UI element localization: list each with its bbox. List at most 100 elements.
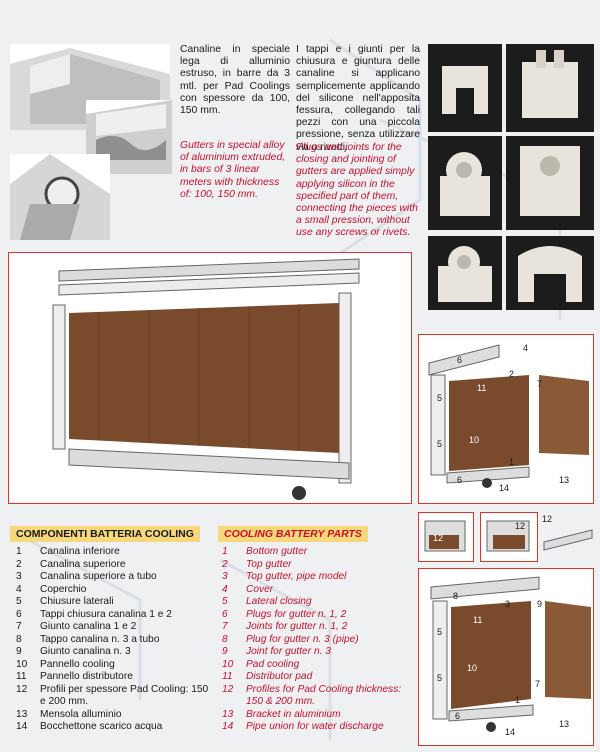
item-number: 7 [16,621,22,632]
item-number: 14 [16,721,28,732]
list-item: 14 Bocchettone scarico acqua [16,721,212,734]
callout-14: 14 [499,483,510,493]
callout-13: 13 [559,475,570,485]
list-item: 11 Pannello distributore [16,671,212,684]
item-label: Coperchio [40,583,87,595]
item-number: 6 [222,608,228,620]
item-number: 5 [222,596,228,607]
item-number: 5 [16,596,22,607]
item-label: Pipe union for water discharge [246,721,384,732]
main-exploded-diagram [52,258,360,500]
intro-english-right: Plugs and joints for the closing and joi… [296,142,418,239]
intro-italian-left: Canaline in speciale lega di alluminio e… [180,44,290,117]
callout-5: 5 [437,393,443,403]
list-item: 3 Canalina superiore a tubo [16,571,212,584]
item-number: 10 [16,658,28,670]
callout-b-11: 11 [473,615,483,625]
list-item: 2 Top gutter [222,559,414,572]
item-number: 14 [222,721,234,732]
list-item: 6 Tappi chiusura canalina 1 e 2 [16,609,212,622]
profile-thumb-1-label: 12 [433,533,444,543]
callout-7: 7 [537,379,543,389]
callout-b-7: 7 [535,679,541,689]
list-item: 5 Chiusure laterali [16,596,212,609]
item-label: Profiles for Pad Cooling thickness: 150 … [246,683,402,708]
item-label: Tappi chiusura canalina 1 e 2 [40,608,172,620]
intro-italian-right: I tappi e i giunti per la chiusura e giu… [296,44,420,153]
item-number: 3 [16,571,22,582]
main-diagram-frame [8,252,412,504]
list-item: 12 Profili per spessore Pad Cooling: 150 … [16,684,212,709]
callout-b-5: 5 [437,627,443,637]
callout-b-10: 10 [467,663,478,673]
item-number: 6 [16,608,22,620]
profile-thumb-3-label: 12 [542,514,553,524]
item-label: Bottom gutter [246,546,308,557]
callout-b-14: 14 [505,727,516,737]
item-number: 2 [222,558,228,570]
item-number: 8 [222,633,228,645]
callout-6b: 6 [457,475,463,485]
profile-thumb-3: 12 [540,512,596,562]
detail-diagram-top [428,344,589,488]
item-number: 2 [16,558,22,570]
item-label: Pannello cooling [40,658,115,670]
profile-thumb-2: 12 [480,512,538,562]
plug-photo-6 [506,236,594,310]
item-number: 7 [222,621,228,632]
item-number: 9 [16,646,22,657]
item-label: Bocchettone scarico acqua [40,721,163,732]
list-item: 7 Giunto canalina 1 e 2 [16,621,212,634]
list-item: 7 Joints for gutter n. 1, 2 [222,621,414,634]
callout-4: 4 [523,343,529,353]
item-label: Pannello distributore [40,671,133,682]
callout-b-1: 1 [515,695,521,705]
plug-photo-2 [506,44,594,132]
item-number: 11 [16,671,27,682]
item-label: Joints for gutter n. 1, 2 [246,621,348,632]
item-label: Lateral closing [246,596,312,607]
callout-b-9: 9 [537,599,543,609]
profile-thumb-1: 12 [418,512,474,562]
callout-1: 1 [509,457,515,467]
item-number: 12 [16,683,28,695]
item-number: 9 [222,646,228,657]
item-number: 3 [222,571,228,582]
detail-diagram-top-frame: 6 4 2 7 5 11 10 5 6 1 14 13 [418,334,594,504]
plug-photo-4 [506,136,594,230]
gutter-photo-3 [10,154,110,240]
item-label: Profili per spessore Pad Cooling: 150 e … [40,683,209,708]
item-number: 8 [16,633,22,645]
callout-5b: 5 [437,439,443,449]
callout-2: 2 [509,369,515,379]
list-item: 5 Lateral closing [222,596,414,609]
list-item: 14 Pipe union for water discharge [222,721,414,734]
item-label: Giunto canalina 1 e 2 [40,621,137,632]
item-label: Plugs for gutter n. 1, 2 [246,608,347,620]
list-item: 6 Plugs for gutter n. 1, 2 [222,609,414,622]
detail-diagram-bottom-frame: 8 3 9 5 11 10 5 6 7 1 14 13 [418,568,594,746]
item-label: Joint for gutter n. 3 [246,646,331,657]
item-number: 1 [16,546,22,557]
item-number: 12 [222,683,234,695]
plug-photo-5 [428,236,502,310]
item-label: Canalina superiore a tubo [40,571,157,582]
parts-italian-title: COMPONENTI BATTERIA COOLING [10,526,200,542]
list-item: 9 Joint for gutter n. 3 [222,646,414,659]
callout-b-8: 8 [453,591,459,601]
item-number: 4 [222,583,228,595]
item-label: Pad cooling [246,658,300,670]
item-label: Chiusure laterali [40,596,114,607]
item-label: Top gutter [246,558,292,570]
item-label: Plug for gutter n. 3 (pipe) [246,633,359,645]
detail-diagram-bottom [430,576,591,732]
plug-photo-3 [428,136,502,230]
